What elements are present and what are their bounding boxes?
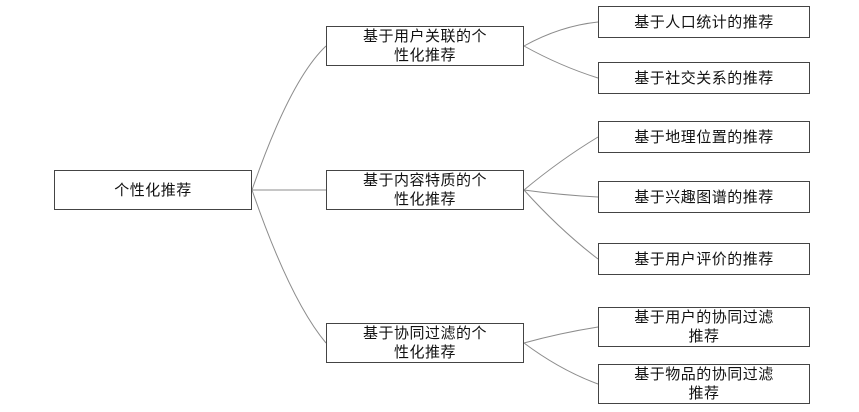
- connector-branch-2-to-leaf-4: [523, 189, 599, 198]
- leaf-node-label-line: 推荐: [688, 384, 720, 402]
- root-node-label: 个性化推荐: [114, 180, 192, 199]
- branch-node-label-line: 性化推荐: [393, 343, 456, 361]
- branch-node-content-traits: 基于内容特质的个 性化推荐: [326, 170, 524, 210]
- leaf-node-label: 基于地理位置的推荐: [634, 127, 774, 146]
- leaf-node-label-line: 基于用户的协同过滤: [634, 308, 774, 326]
- branch-node-label-line: 性化推荐: [393, 190, 456, 208]
- leaf-node-interest-graph: 基于兴趣图谱的推荐: [598, 181, 810, 213]
- leaf-node-label: 基于用户评价的推荐: [634, 249, 774, 268]
- connector-branch-3-to-leaf-7: [523, 342, 599, 385]
- leaf-node-label: 基于兴趣图谱的推荐: [634, 187, 774, 206]
- connector-branch-1-to-leaf-2: [523, 45, 599, 79]
- branch-node-label-line: 性化推荐: [393, 46, 456, 64]
- branch-node-collaborative-filtering: 基于协同过滤的个 性化推荐: [326, 323, 524, 363]
- leaf-node-item-based-cf: 基于物品的协同过滤 推荐: [598, 364, 810, 404]
- connector-branch-2-to-leaf-5: [523, 189, 599, 260]
- branch-node-label-line: 基于内容特质的个: [362, 171, 487, 189]
- leaf-node-demographics: 基于人口统计的推荐: [598, 6, 810, 38]
- leaf-node-label: 基于社交关系的推荐: [634, 68, 774, 87]
- root-node: 个性化推荐: [54, 170, 252, 210]
- leaf-node-user-reviews: 基于用户评价的推荐: [598, 243, 810, 275]
- connector-branch-1-to-leaf-1: [523, 21, 599, 47]
- leaf-node-social-relations: 基于社交关系的推荐: [598, 62, 810, 94]
- branch-node-label-line: 基于用户关联的个: [362, 27, 487, 45]
- connector-branch-3-to-leaf-6: [523, 326, 599, 344]
- leaf-node-user-based-cf: 基于用户的协同过滤 推荐: [598, 307, 810, 347]
- connector-root-to-branch-1: [251, 45, 327, 191]
- branch-node-label-line: 基于协同过滤的个: [362, 324, 487, 342]
- branch-node-user-association: 基于用户关联的个 性化推荐: [326, 26, 524, 66]
- connector-root-to-branch-3: [251, 189, 327, 344]
- leaf-node-label-line: 推荐: [688, 327, 720, 345]
- leaf-node-geolocation: 基于地理位置的推荐: [598, 121, 810, 153]
- leaf-node-label-line: 基于物品的协同过滤: [634, 365, 774, 383]
- leaf-node-label: 基于人口统计的推荐: [634, 12, 774, 31]
- connector-branch-2-to-leaf-3: [523, 136, 599, 191]
